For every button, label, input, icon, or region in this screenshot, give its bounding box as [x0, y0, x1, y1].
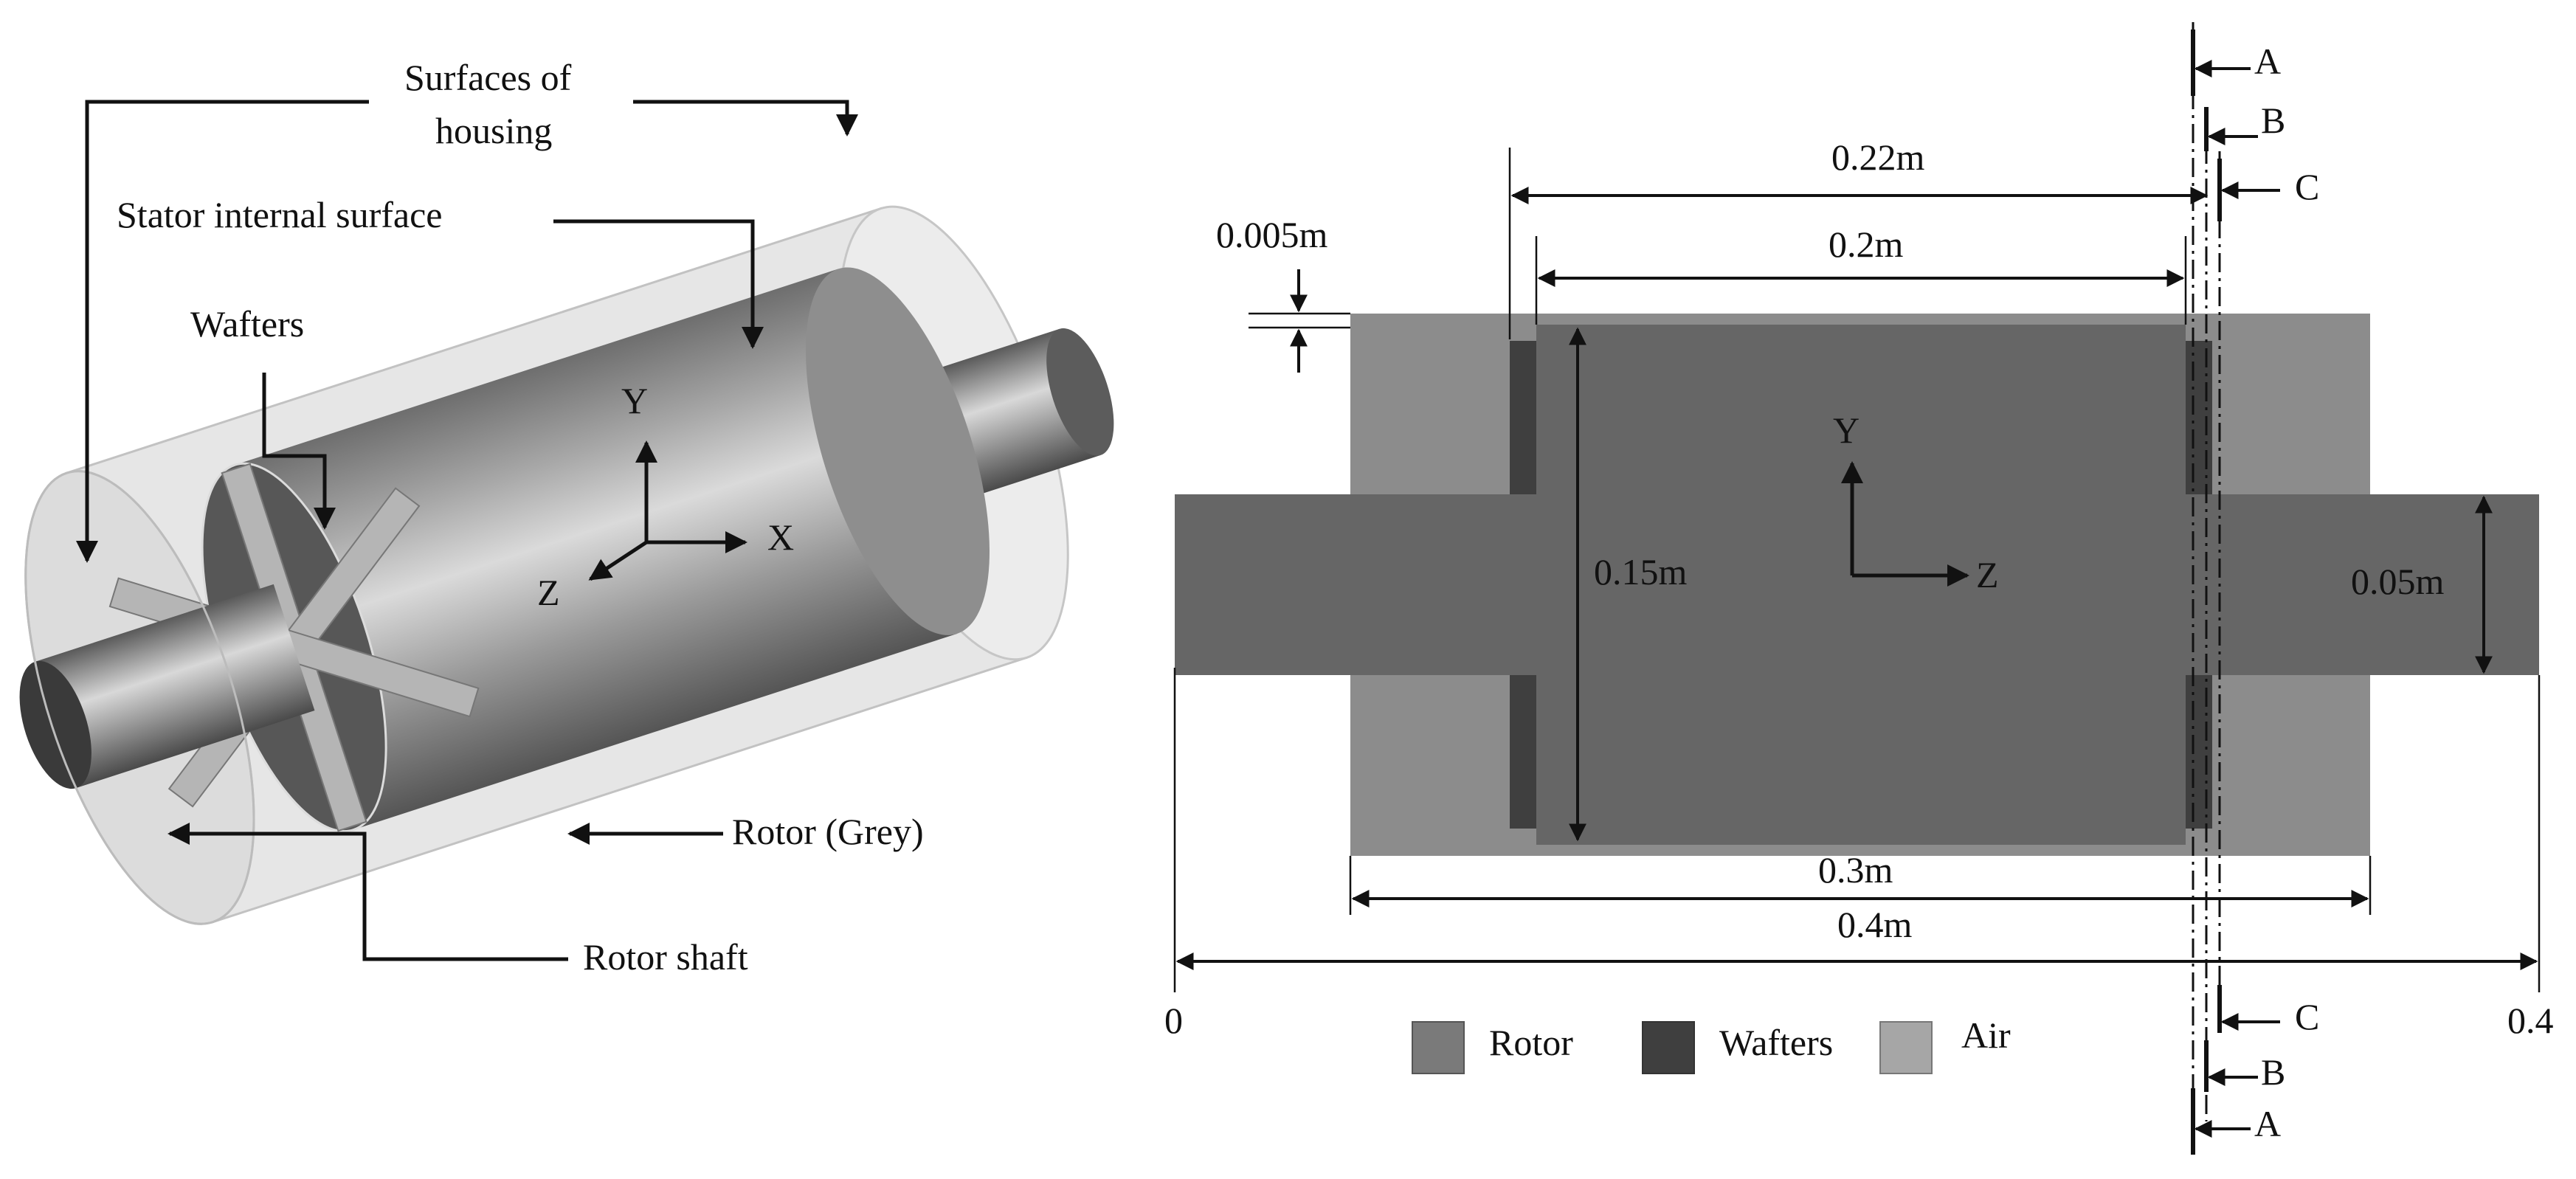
section-c-bottom-label: C: [2295, 996, 2319, 1037]
housing-front-rim: [24, 470, 255, 925]
dim-label-0-15m: 0.15m: [1594, 551, 1688, 592]
callout-shaft: [168, 823, 568, 961]
axis-y-3d-label: Y: [621, 380, 648, 421]
label-rotor-shaft: Rotor shaft: [583, 936, 748, 978]
wafter-right-bottom: [2186, 675, 2212, 829]
axes-2d: [1841, 461, 1969, 587]
left-3d-view: Y X Z Surfaces of housing Stator interna…: [19, 57, 1114, 978]
axes-3d: [588, 440, 747, 581]
callout-housing-left: [76, 100, 369, 563]
right-2d-view: A B C C B A 0.22m 0.2: [1164, 22, 2554, 1155]
wafters-2d: [1510, 341, 2212, 829]
dim-label-0-3m: 0.3m: [1818, 849, 1893, 891]
section-c-top-label: C: [2295, 166, 2319, 207]
axis-x-3d-label: X: [767, 516, 794, 558]
axis-z-3d-label: Z: [537, 572, 560, 613]
section-markers: [2191, 30, 2222, 1155]
wafter-left-bottom: [1510, 675, 1536, 829]
rotor-back-face: [806, 267, 990, 635]
dimension-lines: [1175, 187, 2538, 970]
legend-label-air: Air: [1961, 1014, 2011, 1056]
shaft-front: [35, 584, 315, 789]
section-b-top-label: B: [2261, 100, 2285, 141]
label-rotor: Rotor (Grey): [732, 811, 924, 852]
wafter-right-top: [2186, 341, 2212, 494]
label-wafters: Wafters: [190, 303, 304, 345]
callout-stator: [553, 219, 764, 349]
label-stator: Stator internal surface: [117, 194, 442, 235]
legend-swatch-wafters: [1642, 1021, 1695, 1074]
shaft-front-end: [19, 660, 91, 789]
axis-z-3d: [588, 540, 648, 581]
section-arrows: [2194, 60, 2280, 1138]
axis-z-2d-label: Z: [1976, 554, 1999, 595]
section-a-bottom-label: A: [2254, 1103, 2281, 1144]
section-b-bottom-label: B: [2261, 1051, 2285, 1093]
axis-y-2d-label: Y: [1833, 409, 1860, 451]
dim-label-0-2m: 0.2m: [1829, 224, 1904, 265]
dim-label-0-4m: 0.4m: [1837, 904, 1913, 945]
tick-label-end: 0.4: [2507, 1000, 2554, 1041]
callout-housing-right: [633, 100, 858, 136]
legend: Rotor Wafters Air: [1412, 1014, 2011, 1074]
label-housing-line2: housing: [435, 110, 552, 151]
rotor-region: [1536, 325, 2186, 845]
dim-label-0-05m: 0.05m: [2351, 561, 2445, 602]
callout-lines: [76, 100, 858, 961]
section-a-top-label: A: [2254, 41, 2281, 82]
extension-lines: [1173, 148, 2541, 992]
shaft-back-end: [1046, 328, 1114, 456]
dim-label-gap: 0.005m: [1216, 214, 1328, 255]
wafter-left-top: [1510, 341, 1536, 494]
dim-label-0-22m: 0.22m: [1831, 136, 1925, 178]
legend-label-wafters: Wafters: [1719, 1022, 1833, 1063]
legend-label-rotor: Rotor: [1489, 1022, 1573, 1063]
housing: [19, 205, 1114, 925]
legend-swatch-air: [1879, 1021, 1933, 1074]
legend-swatch-rotor: [1412, 1021, 1465, 1074]
tick-label-start: 0: [1164, 1000, 1183, 1041]
callout-wafters: [262, 373, 336, 530]
label-housing-line1: Surfaces of: [404, 57, 572, 98]
